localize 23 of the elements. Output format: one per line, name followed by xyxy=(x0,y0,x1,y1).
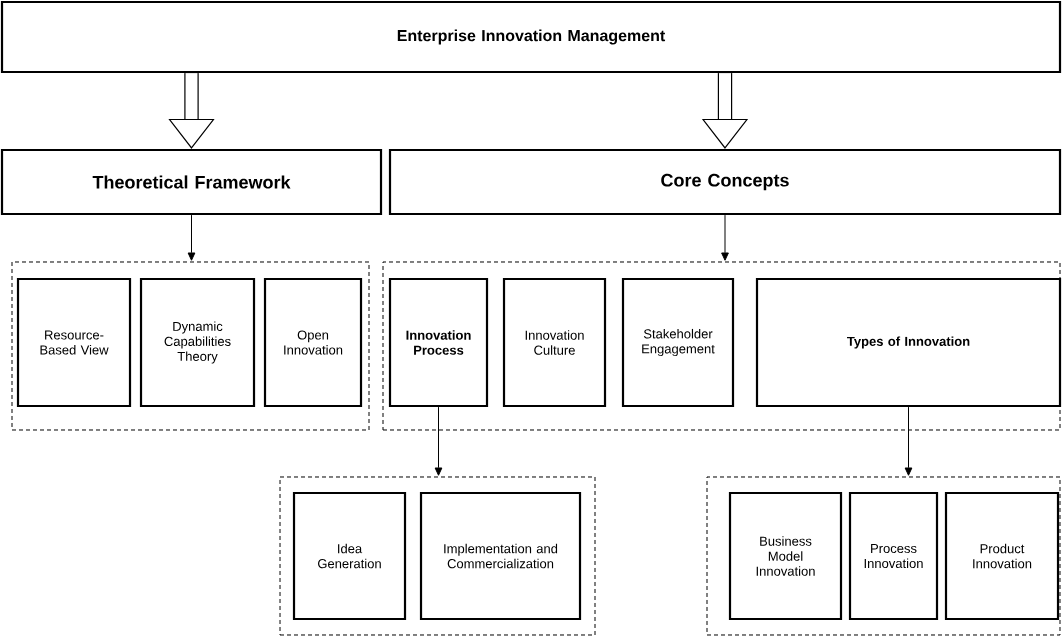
group-frame xyxy=(11,261,370,431)
group-frame xyxy=(279,476,596,636)
concept-box: Innovation Culture xyxy=(502,277,607,408)
section-box: Theoretical Framework xyxy=(0,148,383,216)
concept-box: Open Innovation xyxy=(263,277,363,408)
concept-box: Dynamic Capabilities Theory xyxy=(139,277,256,408)
concept-box: Business Model Innovation xyxy=(728,491,843,621)
arrow xyxy=(187,214,196,261)
group-frame xyxy=(706,476,1061,636)
concept-box: Idea Generation xyxy=(292,491,407,621)
arrow xyxy=(434,406,443,476)
group-frame xyxy=(382,261,1061,431)
title-box: Enterprise Innovation Management xyxy=(0,0,1062,74)
concept-box: Process Innovation xyxy=(848,491,939,621)
arrow xyxy=(721,214,729,261)
section-box: Core Concepts xyxy=(388,148,1062,216)
concept-box: Implementation and Commercialization xyxy=(419,491,582,621)
concept-box: Innovation Process xyxy=(388,277,489,408)
concept-box: Types of Innovation xyxy=(755,277,1062,408)
concept-box: Stakeholder Engagement xyxy=(621,277,735,408)
concept-box: Resource-Based View xyxy=(16,277,132,408)
arrow xyxy=(904,406,913,476)
concept-box: Product Innovation xyxy=(944,491,1060,621)
